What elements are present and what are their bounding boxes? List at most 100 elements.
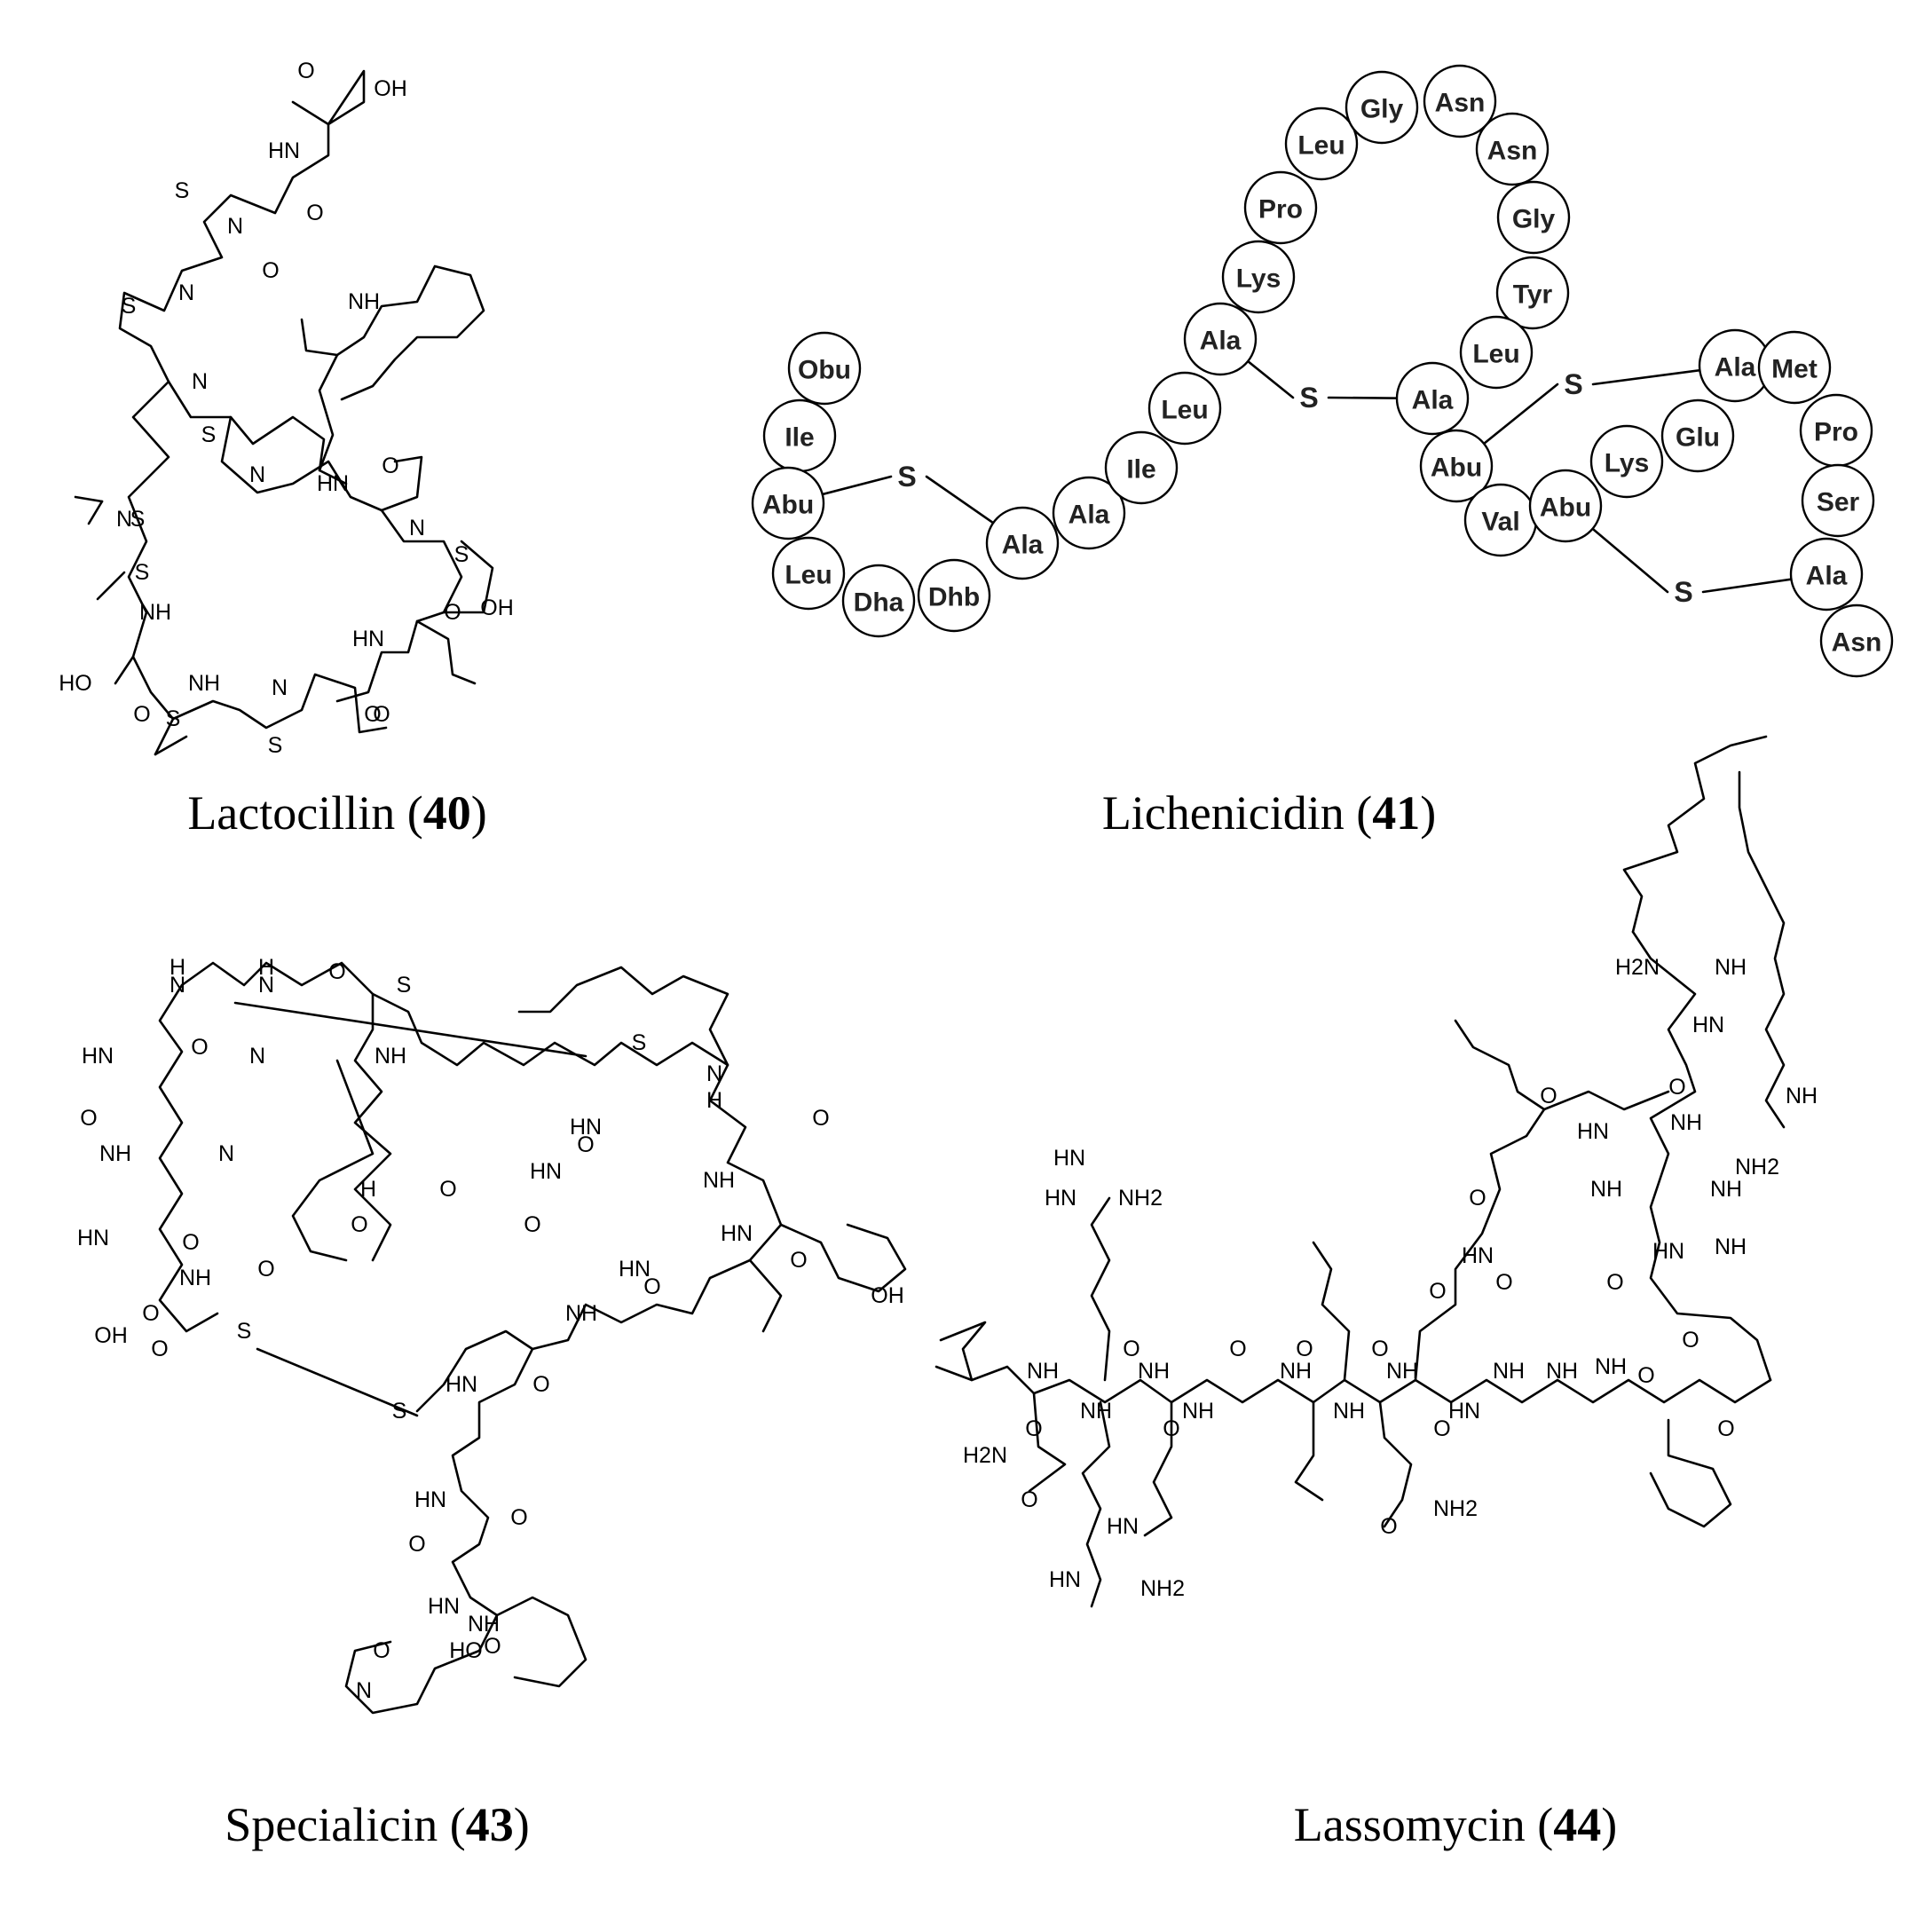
residue-label: Ala — [1069, 501, 1110, 530]
atom-label: O — [297, 59, 314, 83]
residue-circle — [1423, 64, 1497, 138]
atom-label: NH — [1182, 1399, 1214, 1424]
residue-label: Ala — [1806, 562, 1848, 591]
residue-node: Ile — [762, 398, 837, 473]
residue-circle — [1104, 430, 1179, 505]
atom-label: O — [1469, 1186, 1486, 1211]
residue-circle — [917, 558, 991, 633]
residue-circle — [1496, 180, 1571, 255]
atom-label: NH — [375, 1044, 406, 1069]
sulfur-label: S — [897, 461, 916, 493]
backbone-bond — [318, 264, 485, 472]
residue-circle — [1528, 469, 1603, 543]
residue-node: Ala — [1395, 361, 1470, 436]
atom-label: HN — [1107, 1514, 1139, 1539]
compound-number: 41 — [1372, 786, 1421, 840]
atom-label: NH — [1590, 1177, 1622, 1202]
atom-label: NH2 — [1433, 1496, 1478, 1521]
sulfur-label: S — [1674, 576, 1692, 608]
residue-node: Leu — [1147, 371, 1222, 446]
atom-label: NH — [1670, 1110, 1702, 1135]
atom-label: OH — [374, 76, 407, 101]
residue-node: Ala — [1052, 476, 1126, 550]
residue-circle — [1052, 476, 1126, 550]
atom-label: N — [227, 214, 243, 239]
side-bond — [1081, 1400, 1111, 1608]
atom-label: O — [1380, 1514, 1397, 1539]
atom-label: NH — [1493, 1359, 1525, 1384]
atom-label: O — [577, 1132, 594, 1157]
caption-name: Lichenicidin — [1101, 786, 1345, 840]
atom-label: HN — [721, 1221, 753, 1246]
residue-label: Ala — [1200, 327, 1242, 356]
residue-node: Asn — [1475, 112, 1550, 186]
residue-circle — [1345, 70, 1419, 145]
atom-label: S — [122, 294, 137, 319]
residue-circle — [1757, 330, 1832, 405]
atom-label: NH — [565, 1301, 597, 1326]
atom-label: S — [632, 1030, 647, 1055]
residue-label: Val — [1481, 508, 1519, 537]
backbone-bond — [517, 966, 729, 1067]
residue-node: Val — [1463, 483, 1538, 557]
atom-label: H — [170, 955, 185, 980]
residue-label: Obu — [798, 356, 851, 385]
backbone-bond — [1414, 1019, 1546, 1382]
atom-label: NH — [1138, 1359, 1170, 1384]
residue-label: Ile — [785, 423, 814, 453]
backbone-bond — [158, 983, 219, 1333]
caption-lassomycin: Lassomycin (44) — [1293, 1798, 1618, 1851]
residue-node: Abu — [1528, 469, 1603, 543]
residue-label: Leu — [1161, 396, 1208, 425]
residue-circle — [1183, 302, 1258, 376]
backbone-bond — [344, 1347, 534, 1715]
atom-label: NH — [1710, 1177, 1742, 1202]
atom-label: O — [1123, 1337, 1139, 1361]
ring-bond — [291, 1059, 375, 1262]
atom-label: HN — [570, 1115, 602, 1140]
side-bond — [74, 495, 104, 503]
atom-label: NH — [1386, 1359, 1418, 1384]
atom-label: O — [1371, 1337, 1388, 1361]
backbone-bond — [1738, 770, 1786, 1129]
residue-circle — [1284, 106, 1359, 181]
residue-circle — [1495, 256, 1570, 330]
atom-label: NH — [1080, 1399, 1112, 1424]
residue-circle — [1147, 371, 1222, 446]
atom-label: O — [373, 1638, 390, 1663]
side-bond — [154, 735, 188, 756]
atom-label: H2N — [963, 1443, 1007, 1468]
atom-label: N — [218, 1141, 234, 1166]
compound-number: 43 — [465, 1798, 514, 1851]
side-bond — [1143, 1400, 1173, 1537]
residue-node: Leu — [1459, 315, 1534, 390]
residue-circle — [1589, 424, 1664, 499]
atom-label: HN — [1053, 1146, 1085, 1171]
atom-label: N — [258, 973, 274, 998]
residue-node: Leu — [771, 536, 846, 611]
residue-label: Asn — [1435, 89, 1486, 118]
ring-bond — [779, 1223, 907, 1293]
atom-label: O — [1429, 1279, 1446, 1304]
atom-label: O — [524, 1212, 540, 1237]
residue-label: Lys — [1236, 264, 1281, 294]
atom-label: O — [1668, 1075, 1685, 1100]
compound-number: 44 — [1553, 1798, 1602, 1851]
atom-label: O — [510, 1505, 527, 1530]
residue-label: Dhb — [928, 583, 980, 612]
atom-label: NH — [468, 1612, 500, 1637]
atom-label: S — [397, 973, 412, 998]
residue-label: Abu — [1540, 493, 1591, 523]
atom-label: NH — [1027, 1359, 1059, 1384]
atom-label: S — [130, 507, 146, 532]
residue-node: Gly — [1496, 180, 1571, 255]
residue-node: Tyr — [1495, 256, 1570, 330]
atom-label: HN — [428, 1594, 460, 1619]
atom-label: O — [1021, 1487, 1037, 1512]
atom-label: S — [392, 1399, 407, 1424]
atom-label: NH2 — [1140, 1576, 1185, 1601]
atom-label: S — [166, 706, 181, 731]
